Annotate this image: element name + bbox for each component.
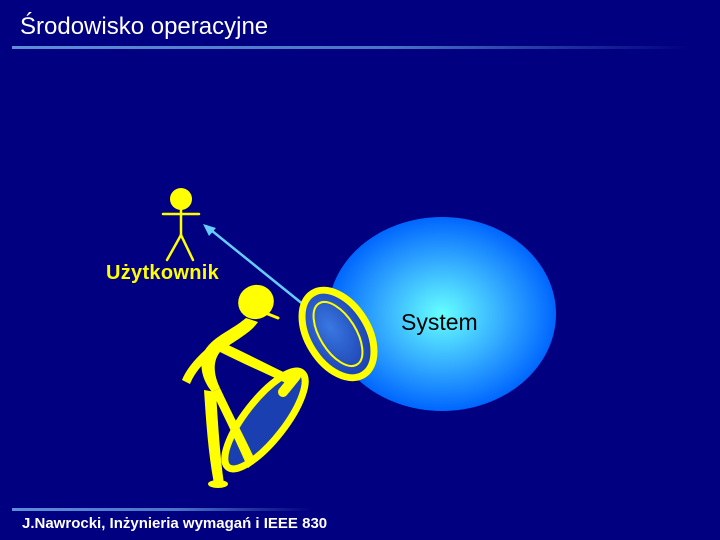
inspector-figure	[182, 284, 378, 488]
slide-footer: J.Nawrocki, Inżynieria wymagań i IEEE 83…	[22, 515, 328, 532]
slide-title: Środowisko operacyjne	[20, 13, 269, 40]
system-label: System	[401, 309, 478, 335]
actor-stick-figure	[161, 188, 201, 262]
system-ellipse	[328, 217, 556, 411]
footer-underline	[12, 508, 312, 511]
actor-label: Użytkownik	[106, 262, 220, 284]
magnifier-lens	[298, 286, 378, 382]
inspector-head	[238, 284, 274, 320]
title-underline	[12, 46, 692, 49]
